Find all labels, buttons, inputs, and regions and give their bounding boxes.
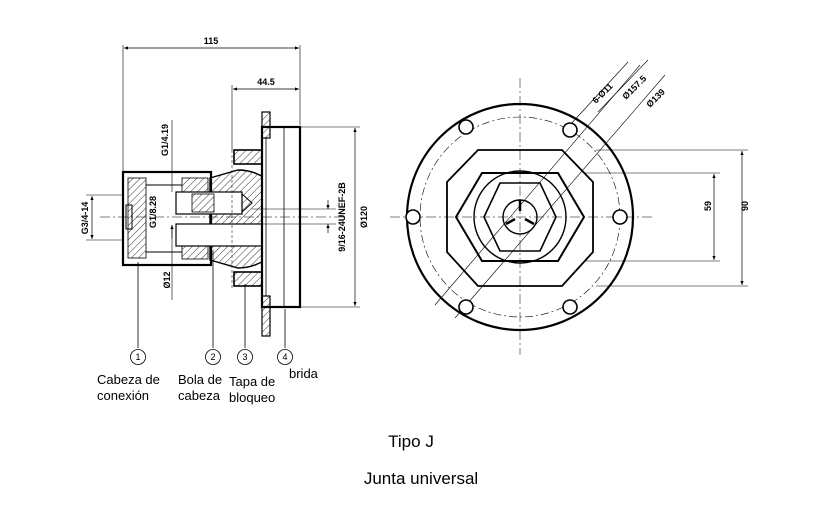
label-side-thread: G3/4-14 xyxy=(80,202,90,235)
dim-flange-offset xyxy=(231,85,299,150)
label-flange-dia: Ø120 xyxy=(359,206,369,228)
part-name-2-line1: Bola de xyxy=(178,372,222,387)
inner-hex xyxy=(483,182,557,252)
label-unef-thread: 9/16-24UNEF-2B xyxy=(337,182,347,252)
connection-head xyxy=(121,170,213,267)
front-view xyxy=(390,59,748,355)
hex-nut xyxy=(454,172,586,262)
label-flange-offset: 44.5 xyxy=(257,77,275,87)
bolt-hole xyxy=(405,209,421,225)
label-ball-thread-top: G1/4.19 xyxy=(160,124,170,156)
label-hex-corners: 90 xyxy=(740,201,750,211)
label-overall-length: 115 xyxy=(204,36,219,46)
label-bore-dia: Ø12 xyxy=(162,271,172,288)
nut-inner-circle xyxy=(473,170,567,264)
part-balloon-2: 2 xyxy=(205,349,221,365)
lock-cap xyxy=(231,149,263,288)
part-balloon-4: 4 xyxy=(277,349,293,365)
bolt-hole xyxy=(562,299,578,315)
part-leaders xyxy=(137,250,286,348)
part-name-1-line2: conexión xyxy=(97,388,149,403)
part-number-4: 4 xyxy=(282,352,287,362)
bolt-holes xyxy=(405,119,628,315)
label-bolt-circle: Ø157.5 xyxy=(620,73,648,101)
bolt-hole xyxy=(612,209,628,225)
part-balloon-3: 3 xyxy=(237,349,253,365)
part-number-3: 3 xyxy=(242,352,247,362)
bolt-hole xyxy=(458,299,474,315)
label-hex-flats: 59 xyxy=(703,201,713,211)
part-name-3-line2: bloqueo xyxy=(229,390,275,405)
label-ball-thread-inner: G1/8.28 xyxy=(148,196,158,228)
bolt-hole xyxy=(562,122,578,138)
label-bolt-holes: 6-Ø11 xyxy=(590,81,614,105)
dim-side-thread xyxy=(86,194,124,241)
caption-type: Tipo J xyxy=(388,432,434,451)
label-outer-dia: Ø139 xyxy=(644,87,667,110)
caption-name: Junta universal xyxy=(364,469,478,488)
part-name-3-line1: Tapa de xyxy=(229,374,275,389)
part-balloon-1: 1 xyxy=(130,349,146,365)
outer-polygon xyxy=(446,149,594,287)
part-number-2: 2 xyxy=(210,352,215,362)
part-name-2-line2: cabeza xyxy=(178,388,221,403)
side-view xyxy=(86,45,360,348)
part-name-1-line1: Cabeza de xyxy=(97,372,160,387)
dim-overall-length xyxy=(122,45,301,172)
part-name-4-line1: brida xyxy=(289,366,319,381)
bolt-hole xyxy=(458,119,474,135)
part-number-1: 1 xyxy=(135,352,140,362)
